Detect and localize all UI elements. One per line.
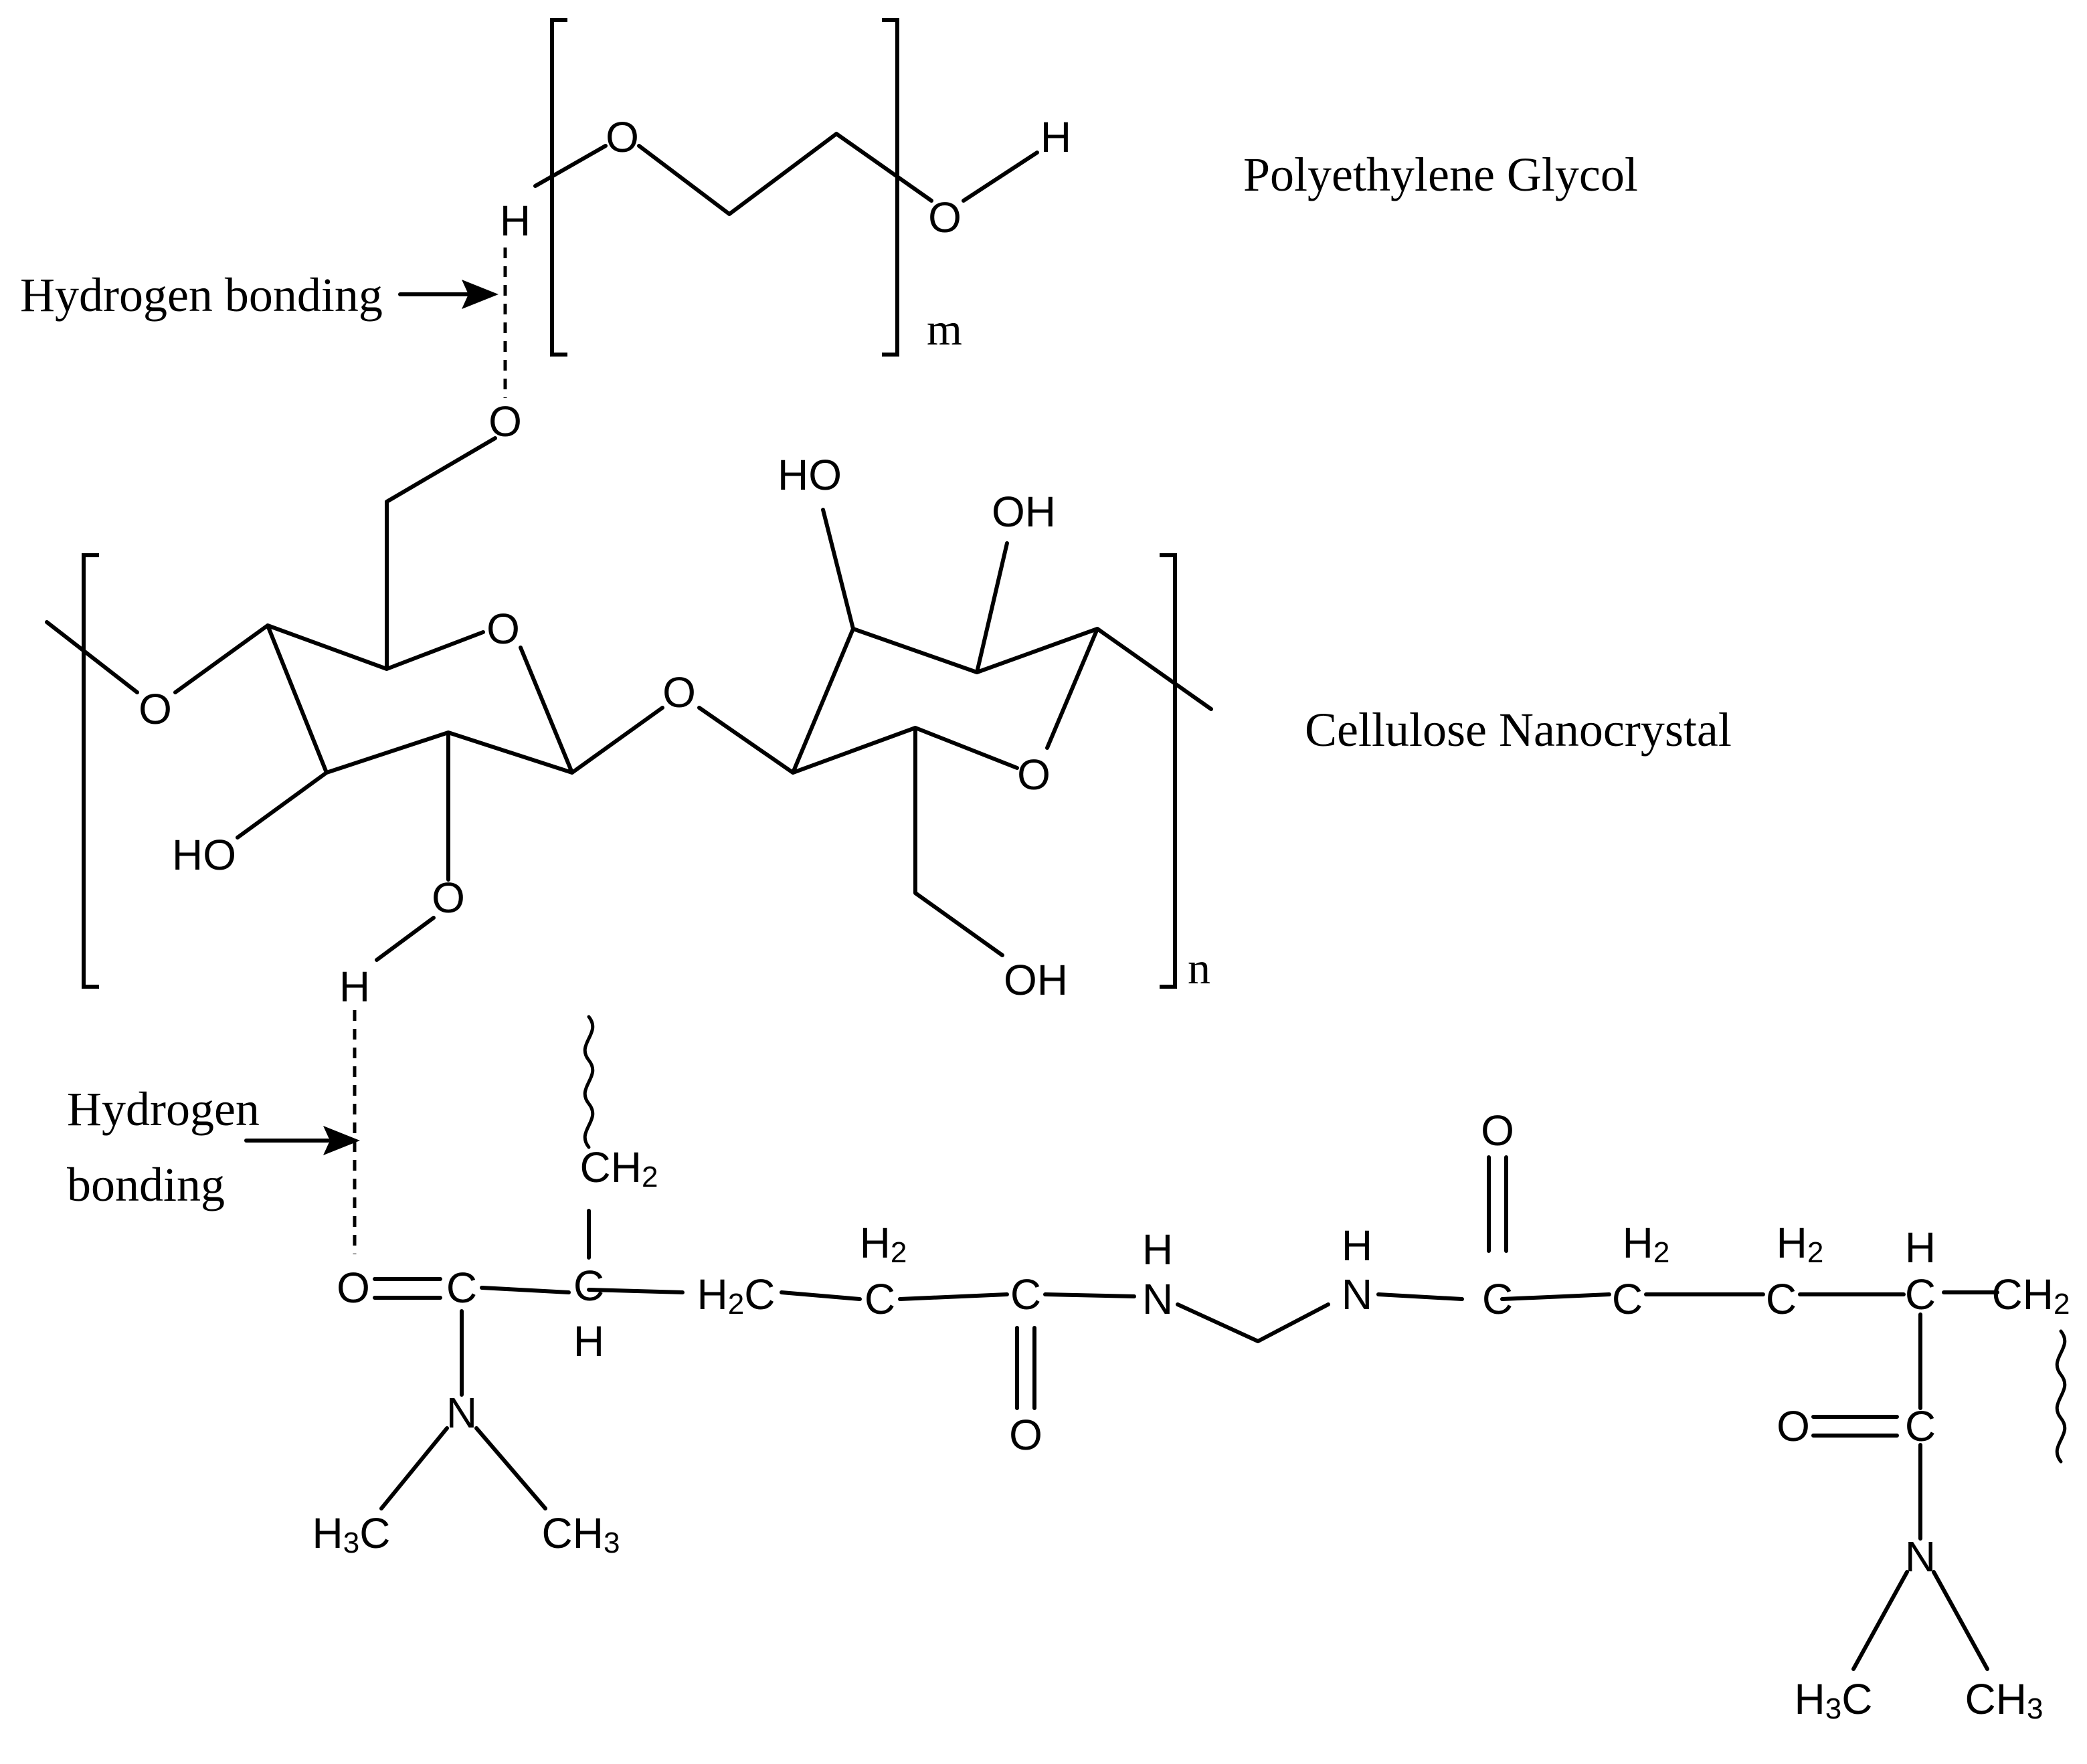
peg-label: Polyethylene Glycol xyxy=(1243,148,1638,201)
wavy-bond-top xyxy=(583,1015,595,1149)
hbond-arrowhead-top xyxy=(462,280,498,309)
amide-nh-2-n: N xyxy=(1342,1270,1372,1318)
amide-n-left: N xyxy=(446,1389,477,1437)
methyl-right-1: H3C xyxy=(1795,1675,1873,1725)
methylene-c-3: C xyxy=(1766,1275,1797,1323)
cellulose-structure: O O O HO O H O O HO OH OH n xyxy=(45,397,1213,1011)
hydrogen-bond-bottom: Hydrogen bonding xyxy=(67,1010,360,1254)
amide-o-hbond: O xyxy=(337,1264,370,1312)
cnc-repeat-n: n xyxy=(1188,943,1210,993)
carbonyl-c-2: C xyxy=(1482,1275,1513,1323)
peg-h-left: H xyxy=(500,197,531,245)
hydrogen-bond-top: Hydrogen bonding xyxy=(20,248,507,398)
backbone-h-1: H xyxy=(573,1317,604,1365)
methylene-h2-3: H2 xyxy=(1777,1219,1824,1269)
amide-nh-2-h: H xyxy=(1342,1221,1372,1270)
cnc-ring-2-ring-o: O xyxy=(1017,751,1051,799)
polymer-bonds xyxy=(373,1155,1999,1671)
carbonyl-o-1: O xyxy=(1009,1411,1042,1459)
cnc-ring-1-ho: HO xyxy=(172,831,236,879)
methylene-h2-2: H2 xyxy=(1623,1219,1670,1269)
methylene-c-2: C xyxy=(1612,1275,1643,1323)
hbond-arrowhead-bottom xyxy=(323,1126,360,1155)
peg-left-bracket xyxy=(550,18,567,357)
methylene-h2c: H2C xyxy=(697,1270,776,1320)
cnc-ring-1-bonds xyxy=(45,436,664,962)
methyl-right-2: CH3 xyxy=(1965,1675,2044,1725)
cnc-label: Cellulose Nanocrystal xyxy=(1305,703,1732,757)
amide-c-right: C xyxy=(1905,1402,1936,1450)
peg-right-bracket xyxy=(882,18,899,357)
peg-oxygen-2: O xyxy=(928,193,962,241)
peg-structure: H O O H m xyxy=(500,18,1071,357)
methyl-left-1: H3C xyxy=(312,1509,391,1559)
amide-o-right: O xyxy=(1777,1402,1810,1450)
cnc-ring-2-oh-top: OH xyxy=(992,488,1056,536)
hydrogen-bonding-label-top: Hydrogen bonding xyxy=(20,268,383,322)
pendant-ch2: CH2 xyxy=(580,1143,658,1193)
cnc-ring-1-c2-o: O xyxy=(432,874,465,922)
terminal-ch2: CH2 xyxy=(1992,1270,2070,1320)
methyl-left-2: CH3 xyxy=(542,1509,620,1559)
methylene-c-1: C xyxy=(865,1275,895,1323)
peg-oxygen-1: O xyxy=(606,113,639,161)
peg-chain-bonds xyxy=(533,132,1039,216)
wavy-bond-right xyxy=(2055,1329,2067,1464)
cnc-ring-1-c2-h: H xyxy=(339,963,370,1011)
peg-repeat-m: m xyxy=(927,304,962,355)
amide-nh-1-n: N xyxy=(1142,1275,1173,1323)
backbone-c-2: C xyxy=(1905,1270,1936,1318)
cnc-bridge-o: O xyxy=(662,668,696,716)
cnc-ring-1-ring-o: O xyxy=(486,605,520,653)
cnc-ring-2-bonds xyxy=(697,508,1213,957)
cnc-ring-1-glycosidic-o: O xyxy=(139,685,172,733)
backbone-h-2: H xyxy=(1905,1223,1936,1272)
carbonyl-c-1: C xyxy=(1010,1270,1041,1318)
cnc-ring-1-c6-o: O xyxy=(488,397,522,446)
carbonyl-o-2: O xyxy=(1481,1106,1514,1155)
amide-n-right: N xyxy=(1905,1533,1936,1581)
cnc-ring-2-oh-bottom: OH xyxy=(1004,956,1068,1004)
cnc-left-bracket xyxy=(82,553,99,989)
polymer-structure: O C N H3C CH3 CH2 C H H2C C H2 C O N H N… xyxy=(312,1015,2070,1725)
backbone-c-1: C xyxy=(573,1262,604,1310)
hydrogen-bonding-label-bottom-2: bonding xyxy=(67,1158,225,1211)
amide-c-left: C xyxy=(446,1264,477,1312)
hydrogen-bonding-label-bottom-1: Hydrogen xyxy=(67,1082,260,1136)
amide-nh-1-h: H xyxy=(1142,1226,1173,1274)
peg-h-right: H xyxy=(1040,113,1071,161)
cnc-ring-2-ho: HO xyxy=(778,451,842,499)
methylene-h2-1: H2 xyxy=(860,1219,907,1269)
cnc-right-bracket xyxy=(1160,553,1177,989)
